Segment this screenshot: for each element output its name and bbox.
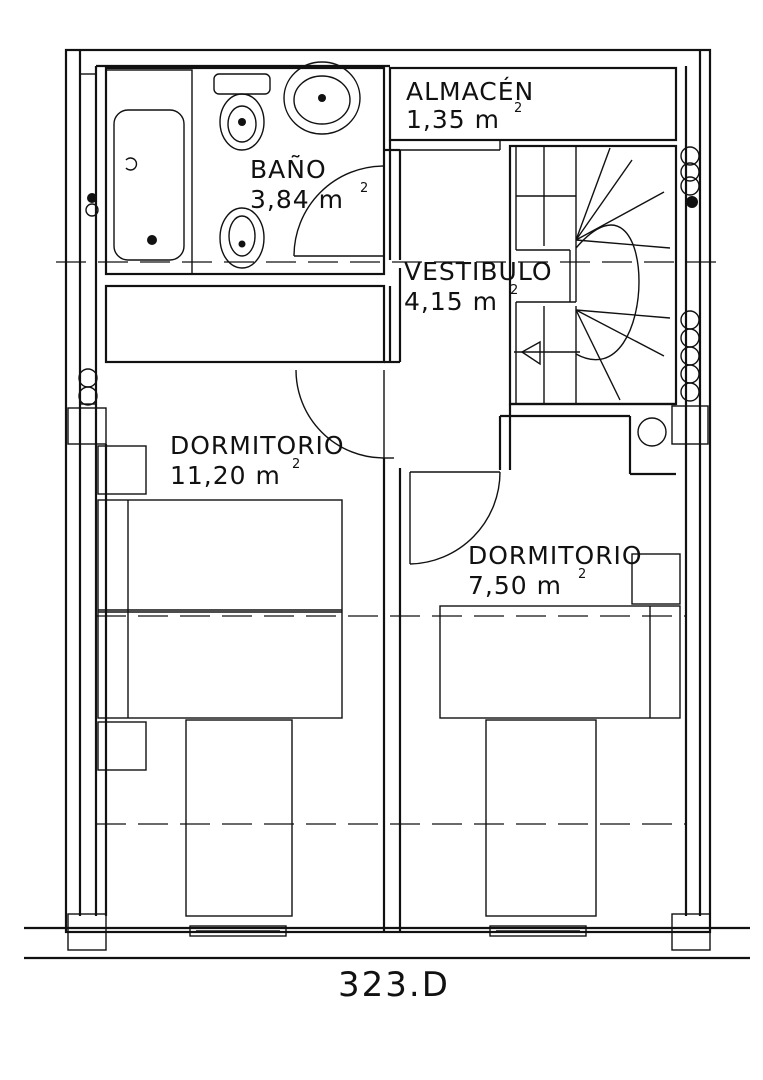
bathtub — [113, 109, 185, 261]
bathroom-door-swing — [293, 165, 385, 257]
bed-alternate-position-right — [485, 719, 597, 917]
bathroom-name: BAÑO — [250, 154, 327, 184]
double-bed — [97, 499, 343, 719]
bedroom-large-door-swing — [295, 369, 385, 459]
bathroom-area: 3,84 m — [250, 185, 344, 214]
bedroom-small-name: DORMITORIO — [468, 541, 643, 570]
wardrobe — [104, 268, 402, 364]
storage-room — [388, 66, 678, 260]
bedroom-small-area: 7,50 m — [468, 571, 562, 600]
bathroom — [104, 61, 400, 276]
bedroom-small — [409, 402, 681, 937]
nightstand-top — [97, 445, 147, 495]
section-lines — [56, 261, 720, 825]
bedroom-small-door-swing — [409, 471, 501, 565]
storage-area-exp: 2 — [514, 101, 522, 116]
bedroom-large-area: 11,20 m — [170, 461, 281, 490]
bed-alternate-position — [185, 719, 293, 917]
bathroom-area-exp: 2 — [360, 181, 368, 196]
bedroom-small-area-exp: 2 — [578, 567, 586, 582]
bedroom-large — [97, 369, 402, 937]
bidet — [219, 207, 265, 269]
stair-direction-arrow — [520, 340, 541, 366]
hall-area: 4,15 m — [404, 287, 498, 316]
nightstand-bottom — [97, 721, 147, 771]
outer-walls — [24, 48, 750, 960]
toilet — [213, 73, 271, 151]
column-pipes — [680, 146, 700, 402]
window-left — [189, 925, 287, 937]
window-right — [489, 925, 587, 937]
storage-area: 1,35 m — [406, 105, 500, 134]
storage-name: ALMACÉN — [406, 77, 534, 106]
sink — [283, 61, 361, 135]
hall-name: VESTIBULO — [404, 257, 553, 286]
nightstand-right — [631, 553, 681, 605]
plan-code: 323.D — [338, 965, 450, 1005]
bedroom-large-area-exp: 2 — [292, 457, 300, 472]
hall-area-exp: 2 — [510, 283, 518, 298]
bedroom-large-name: DORMITORIO — [170, 431, 345, 460]
single-bed — [439, 605, 681, 719]
